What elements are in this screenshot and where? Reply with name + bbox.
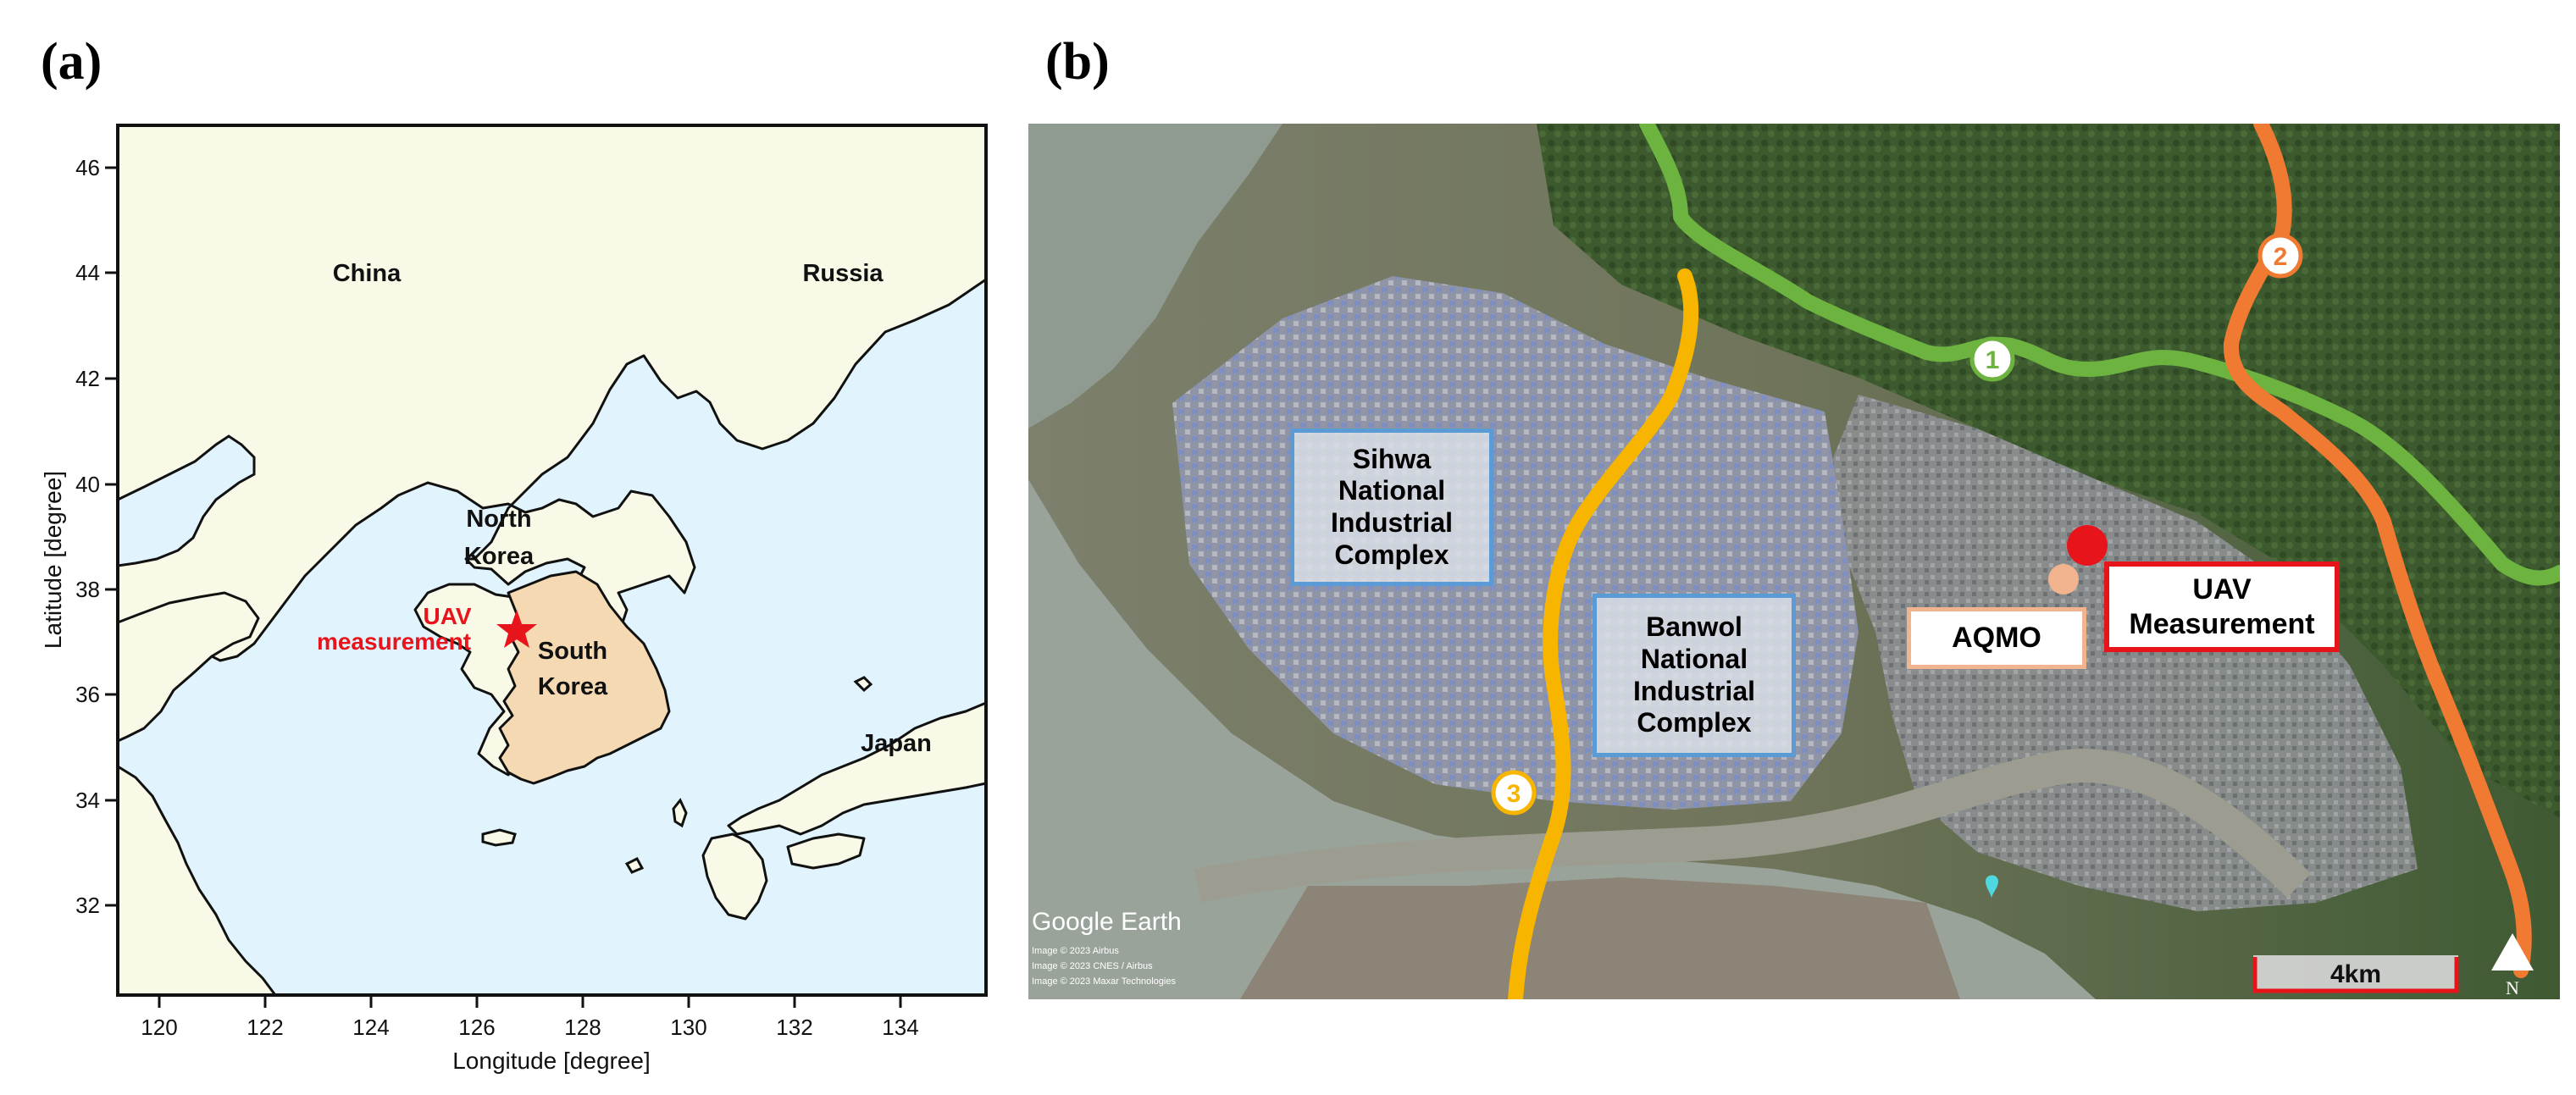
imagery-credit: Image © 2023 Maxar Technologies — [1032, 976, 1176, 987]
x-axis-title: Longitude [degree] — [452, 1048, 651, 1074]
land-south-korea — [498, 570, 671, 785]
y-tick-label: 42 — [75, 366, 100, 391]
land-jeju — [481, 828, 517, 847]
north-label: N — [2506, 977, 2519, 998]
x-tick-label: 128 — [564, 1015, 601, 1040]
land-small-island — [853, 676, 873, 693]
label-china: China — [333, 260, 402, 287]
aqmo-site-marker — [2048, 564, 2079, 595]
sihwa-line: Complex — [1334, 539, 1449, 570]
land-mainland — [116, 124, 988, 777]
banwol-line: Complex — [1637, 707, 1752, 738]
uav-site-marker — [2067, 525, 2108, 566]
label-south-korea: South — [538, 638, 607, 665]
x-tick-label: 122 — [247, 1015, 283, 1040]
panel-label-a: (a) — [41, 33, 102, 91]
satellite-map: 1 2 3 N 4km Google Earth Image © 2023 Ai… — [1028, 124, 2560, 999]
y-tick-label: 36 — [75, 682, 100, 707]
banwol-line: National — [1640, 643, 1748, 674]
land-japan-kyushu — [701, 832, 768, 921]
label-russia: Russia — [802, 260, 884, 287]
route-2-number: 2 — [2274, 243, 2288, 271]
x-axis — [158, 995, 902, 1008]
y-tick-label: 32 — [75, 893, 100, 918]
label-north-korea: Korea — [464, 543, 535, 570]
banwol-complex-box: Banwol National Industrial Complex — [1593, 594, 1796, 757]
land-japan-honshu — [727, 701, 988, 836]
label-south-korea: Korea — [538, 673, 608, 700]
river — [1194, 749, 2312, 903]
x-tick-label: 120 — [141, 1015, 177, 1040]
route-1-number: 1 — [1986, 346, 2000, 374]
x-tick-label: 130 — [670, 1015, 706, 1040]
y-tick-label: 40 — [75, 472, 100, 497]
land-shandong — [116, 591, 260, 743]
scale-bar — [2252, 957, 2459, 993]
y-tick-label: 38 — [75, 577, 100, 602]
label-japan: Japan — [861, 730, 932, 757]
mudflat-area — [1240, 877, 1960, 999]
imagery-credit: Image © 2023 CNES / Airbus — [1032, 961, 1153, 971]
route-3-number: 3 — [1507, 780, 1521, 808]
aqmo-box: AQMO — [1907, 607, 2086, 669]
aqmo-label: AQMO — [1952, 622, 2041, 655]
land-small-island-2 — [624, 857, 645, 874]
sihwa-complex-box: Sihwa National Industrial Complex — [1290, 429, 1493, 586]
uav-measurement-box: UAV Measurement — [2104, 561, 2340, 652]
x-tick-label: 124 — [352, 1015, 389, 1040]
imagery-credit: Image © 2023 Airbus — [1032, 946, 1119, 956]
land-tsushima — [672, 798, 688, 828]
uav-line: Measurement — [2129, 607, 2315, 640]
y-tick-label: 44 — [75, 260, 100, 285]
uav-line: UAV — [2192, 573, 2252, 606]
regional-map: 120 122 124 126 128 130 132 134 32 34 36… — [40, 124, 988, 1074]
label-uav: UAV — [423, 603, 471, 629]
sihwa-line: Industrial — [1330, 507, 1453, 538]
y-axis-title: Latitude [degree] — [40, 471, 66, 649]
y-tick-label: 34 — [75, 788, 100, 813]
land-japan-shikoku — [786, 832, 866, 870]
route-3-marker — [1491, 770, 1537, 816]
x-tick-label: 126 — [458, 1015, 495, 1040]
banwol-line: Banwol — [1646, 611, 1742, 642]
x-tick-label: 132 — [776, 1015, 812, 1040]
label-uav: measurement — [317, 628, 471, 655]
label-north-korea: North — [466, 506, 531, 533]
route-2-marker — [2257, 233, 2303, 279]
google-earth-watermark: Google Earth — [1032, 908, 1182, 936]
route-1-line — [1639, 124, 2560, 586]
route-1-marker — [1969, 336, 2015, 382]
land-liaodong — [116, 434, 256, 567]
land-china-south — [116, 765, 277, 997]
sihwa-line: National — [1338, 475, 1446, 506]
scale-bar-bg — [2253, 955, 2458, 993]
location-pin-icon — [1986, 875, 1998, 899]
y-tick-label: 46 — [75, 155, 100, 180]
map-frame — [116, 124, 988, 997]
banwol-line: Industrial — [1632, 675, 1755, 706]
route-3-line — [1508, 268, 1699, 999]
y-axis — [105, 166, 118, 907]
sea-area — [1028, 124, 1282, 429]
x-tick-label: 134 — [882, 1015, 918, 1040]
scale-label: 4km — [2330, 960, 2381, 988]
panel-label-b: (b) — [1045, 33, 1110, 91]
uav-star-icon — [496, 610, 537, 648]
north-arrow-icon — [2491, 933, 2534, 971]
sihwa-line: Sihwa — [1352, 443, 1432, 474]
